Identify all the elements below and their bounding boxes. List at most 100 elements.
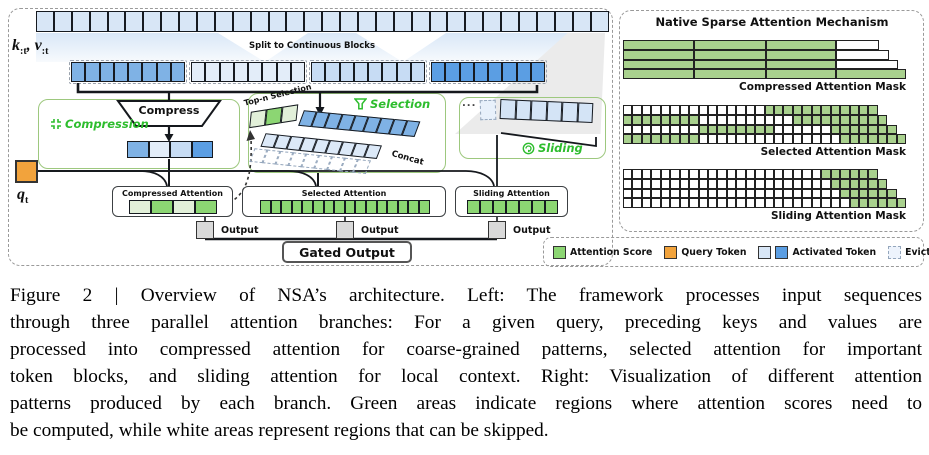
ellipsis-label: ... bbox=[462, 98, 477, 109]
mask-cell bbox=[840, 124, 850, 135]
mask-cell bbox=[792, 188, 803, 199]
compressed-attention-box: Compressed Attention bbox=[112, 186, 233, 217]
block4-token-cell bbox=[516, 62, 532, 82]
mask-cell bbox=[679, 105, 690, 115]
mask-cell bbox=[745, 198, 756, 209]
mask-cell bbox=[707, 169, 718, 179]
mask-cell bbox=[641, 188, 652, 199]
mask-cell bbox=[736, 169, 746, 179]
mask-cell bbox=[877, 124, 888, 135]
mask-cell bbox=[632, 124, 642, 135]
mask-cell bbox=[836, 49, 889, 60]
mask-cell bbox=[726, 114, 737, 125]
output-label-3: Output bbox=[513, 225, 551, 236]
mask-cell bbox=[858, 114, 869, 125]
compressed-blocks-row bbox=[127, 141, 213, 158]
funnel-icon bbox=[354, 98, 367, 110]
mask-cell bbox=[821, 169, 831, 179]
mask-cell bbox=[868, 169, 878, 179]
mask-cell bbox=[802, 198, 812, 209]
sliding-window-cell bbox=[499, 99, 516, 120]
mask-cell bbox=[641, 124, 652, 135]
selected-attention-cell bbox=[270, 200, 282, 214]
sliding-attention-cell bbox=[532, 200, 545, 214]
mask-cell bbox=[689, 114, 699, 125]
mask-cell bbox=[689, 198, 699, 209]
legend-swatch bbox=[888, 245, 902, 259]
compressed-attention-mask bbox=[623, 40, 906, 80]
mask-cell bbox=[821, 178, 831, 189]
mask-cell bbox=[849, 134, 859, 145]
mask-cell bbox=[887, 134, 897, 145]
sliding-attention-cell bbox=[493, 200, 506, 214]
mask-cell bbox=[783, 178, 793, 189]
selected-mask-label: Selected Attention Mask bbox=[760, 146, 906, 158]
query-label: qt bbox=[17, 186, 29, 207]
mask-cell bbox=[764, 114, 774, 125]
mask-cell bbox=[736, 198, 746, 209]
sliding-branch-box bbox=[459, 97, 606, 159]
mask-cell bbox=[726, 198, 737, 209]
mask-cell bbox=[689, 178, 699, 189]
mask-cell bbox=[849, 198, 859, 209]
sliding-attention-cell bbox=[545, 200, 558, 214]
sliding-attention-title: Sliding Attention bbox=[473, 189, 550, 198]
mask-cell bbox=[764, 169, 774, 179]
block2-token-cell bbox=[233, 62, 249, 82]
sliding-window-cell bbox=[546, 101, 563, 122]
mask-cell bbox=[623, 188, 633, 199]
sliding-window-cell bbox=[515, 99, 532, 121]
mask-cell bbox=[689, 124, 699, 135]
mask-cell bbox=[877, 178, 888, 189]
mask-cell bbox=[849, 178, 859, 189]
kv-token-cell bbox=[572, 11, 591, 32]
mask-cell bbox=[849, 188, 859, 199]
kv-token-cell bbox=[214, 11, 233, 32]
mask-cell bbox=[736, 134, 746, 145]
block1-token-cell bbox=[142, 62, 157, 82]
mask-cell bbox=[623, 114, 633, 125]
mask-cell bbox=[707, 124, 718, 135]
mask-cell bbox=[679, 198, 690, 209]
mask-cell bbox=[651, 105, 661, 115]
mask-cell bbox=[792, 169, 803, 179]
mask-cell bbox=[849, 105, 859, 115]
output-label-2: Output bbox=[361, 225, 399, 236]
kv-token-cell bbox=[161, 11, 180, 32]
mask-cell bbox=[766, 69, 836, 80]
mask-cell bbox=[745, 124, 756, 135]
block4-token-cell bbox=[445, 62, 460, 82]
kv-token-cell bbox=[465, 11, 484, 32]
compressed-attention-row bbox=[129, 200, 217, 214]
compressed-attention-cell bbox=[195, 200, 217, 214]
mask-cell bbox=[623, 169, 633, 179]
sliding-attention-mask bbox=[623, 169, 907, 209]
mask-cell bbox=[783, 114, 793, 125]
legend-item: Query Token bbox=[664, 245, 747, 259]
compressed-block-cell bbox=[127, 141, 149, 158]
mask-cell bbox=[849, 169, 859, 179]
block1-token-cell bbox=[156, 62, 172, 82]
compressed-block-cell bbox=[170, 141, 192, 158]
mask-cell bbox=[802, 134, 812, 145]
mask-cell bbox=[707, 178, 718, 189]
mask-cell bbox=[632, 114, 642, 125]
mask-row bbox=[623, 69, 906, 80]
kv-token-cell bbox=[375, 11, 394, 32]
block1-token-cell bbox=[71, 62, 86, 82]
mask-cell bbox=[802, 105, 812, 115]
mask-cell bbox=[641, 105, 652, 115]
mask-cell bbox=[868, 124, 878, 135]
legend-label: Query Token bbox=[681, 246, 747, 258]
mask-cell bbox=[802, 169, 812, 179]
mask-cell bbox=[858, 124, 869, 135]
mask-cell bbox=[632, 178, 642, 189]
block2-token-cell bbox=[291, 62, 306, 82]
sliding-window-cell bbox=[561, 101, 578, 123]
mask-row bbox=[623, 105, 906, 115]
block3-token-cell bbox=[411, 62, 426, 82]
block3-token-cell bbox=[396, 62, 412, 82]
mask-cell bbox=[766, 40, 836, 50]
mask-cell bbox=[745, 114, 756, 125]
